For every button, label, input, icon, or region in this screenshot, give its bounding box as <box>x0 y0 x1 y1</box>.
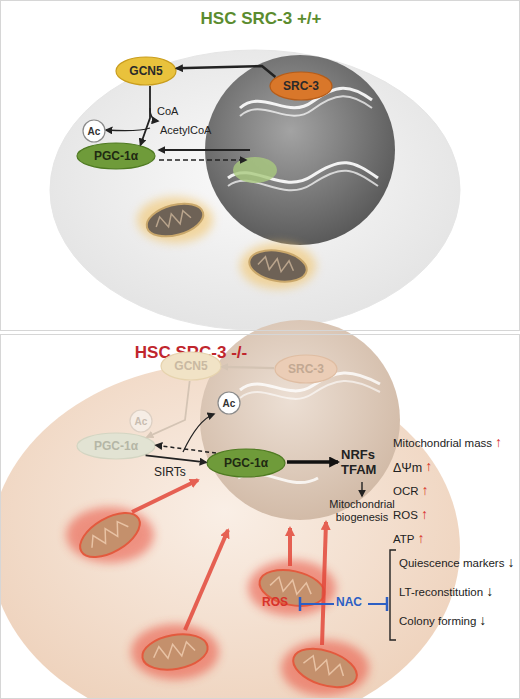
annotation: Colony forming <box>399 615 476 628</box>
annotation: LT-reconstitution <box>399 586 483 599</box>
protein-oval: PGC-1α <box>76 142 156 170</box>
cristae <box>269 576 313 597</box>
protein-oval: GCN5 <box>160 351 222 381</box>
activation-arrow <box>361 482 362 496</box>
change-arrow: ↑ <box>421 506 428 522</box>
bracket <box>390 550 396 640</box>
signal-arrow <box>322 522 326 645</box>
inhibition-bar <box>386 597 389 611</box>
mitochondrion-glow <box>240 243 316 289</box>
mitochondrion <box>140 630 211 675</box>
change-arrow: ↑ <box>422 482 429 498</box>
protein-oval: SRC-3 <box>269 71 333 101</box>
signal-arrow <box>185 530 228 630</box>
oval-outline <box>77 143 155 169</box>
connector-arrow <box>146 455 206 462</box>
annotation: Mitochondrial mass <box>393 437 492 450</box>
signal-arrow <box>132 480 198 512</box>
acetyl-circle: Ac <box>129 409 153 433</box>
panel: HSC SRC-3 -/-GCN5SRC-3AcPGC-1αAcPGC-1α <box>0 334 520 699</box>
node-label: GCN5 <box>115 56 177 86</box>
oval-outline <box>130 410 152 432</box>
protein-oval: PGC-1α <box>76 432 156 460</box>
annotation: ROS <box>262 596 288 610</box>
acetyl-circle: Ac <box>217 391 241 415</box>
cell-body <box>50 50 460 330</box>
annotation: NAC <box>336 596 362 610</box>
panel: HSC SRC-3 +/+ GCN5SRC-3AcPGC-1α <box>0 0 520 331</box>
oval-outline <box>275 355 337 383</box>
node-label: SRC-3 <box>269 71 333 101</box>
oval-outline <box>77 433 155 459</box>
node-label: PGC-1α <box>76 142 156 170</box>
translocation-arrow <box>159 159 246 161</box>
mitochondrion-glow <box>131 624 219 680</box>
inhibition-line <box>368 603 387 605</box>
annotation: Quiescence markers <box>399 557 504 570</box>
oval-outline <box>270 72 332 100</box>
node-label: GCN5 <box>160 351 222 381</box>
node-label: PGC-1α <box>76 432 156 460</box>
connector-label: SIRTs <box>154 466 186 480</box>
protein-oval: PGC-1α <box>206 448 286 478</box>
annotation: ΔΨm <box>393 461 422 475</box>
node-label: PGC-1α <box>206 448 286 478</box>
oval-outline <box>83 120 105 142</box>
cristae <box>303 654 347 679</box>
acetyl-transfer-arrow <box>106 128 150 131</box>
oval-outline <box>207 449 285 477</box>
node-label: Ac <box>217 391 241 415</box>
connector-arrow <box>140 86 150 145</box>
chromatin-site <box>233 157 277 183</box>
inhibition-bar <box>299 597 302 611</box>
change-arrow: ↓ <box>486 583 493 599</box>
connector-arrow <box>156 445 216 453</box>
signal-arrow <box>288 528 292 566</box>
protein-oval: SRC-3 <box>274 354 338 384</box>
connector-arrow <box>222 367 274 368</box>
connector-arrow <box>147 381 190 437</box>
change-arrow: ↑ <box>495 434 502 450</box>
dna-strand <box>240 381 380 399</box>
mitochondrion-glow <box>137 197 213 243</box>
annotation: ROS <box>393 509 418 522</box>
deacetylation-arrow <box>183 414 214 452</box>
oval-outline <box>116 57 176 85</box>
cristae <box>152 641 196 661</box>
change-arrow: ↑ <box>418 530 425 546</box>
mitochondrion <box>73 504 147 566</box>
cristae <box>87 518 130 550</box>
change-arrow: ↑ <box>425 458 432 474</box>
protein-oval: GCN5 <box>115 56 177 86</box>
oval-outline <box>218 392 240 414</box>
activation-arrow <box>287 460 338 464</box>
annotation: CoA <box>157 105 178 118</box>
annotation: ATP <box>393 533 415 546</box>
mitochondrion <box>247 246 309 286</box>
change-arrow: ↓ <box>479 612 486 628</box>
acetyl-circle: Ac <box>82 119 106 143</box>
annotation: NRFs TFAM <box>341 448 387 478</box>
acetyl-transfer-arrow <box>150 108 158 121</box>
oval-outline <box>161 352 221 380</box>
change-arrow: ↓ <box>507 554 514 570</box>
inhibition-line <box>300 603 334 605</box>
annotation: AcetylCoA <box>160 124 211 137</box>
mitochondrion-glow <box>281 640 369 696</box>
transcription-arrow <box>159 149 250 151</box>
mitochondrion <box>288 642 361 695</box>
cristae <box>154 209 192 230</box>
connector-arrow <box>177 66 276 77</box>
panel-heading: HSC SRC-3 +/+ <box>1 9 520 29</box>
node-label: SRC-3 <box>274 354 338 384</box>
node-label: Ac <box>82 119 106 143</box>
annotation: OCR <box>393 485 419 498</box>
cristae <box>257 256 295 274</box>
node-label: Ac <box>129 409 153 433</box>
mitochondrion <box>143 198 207 242</box>
